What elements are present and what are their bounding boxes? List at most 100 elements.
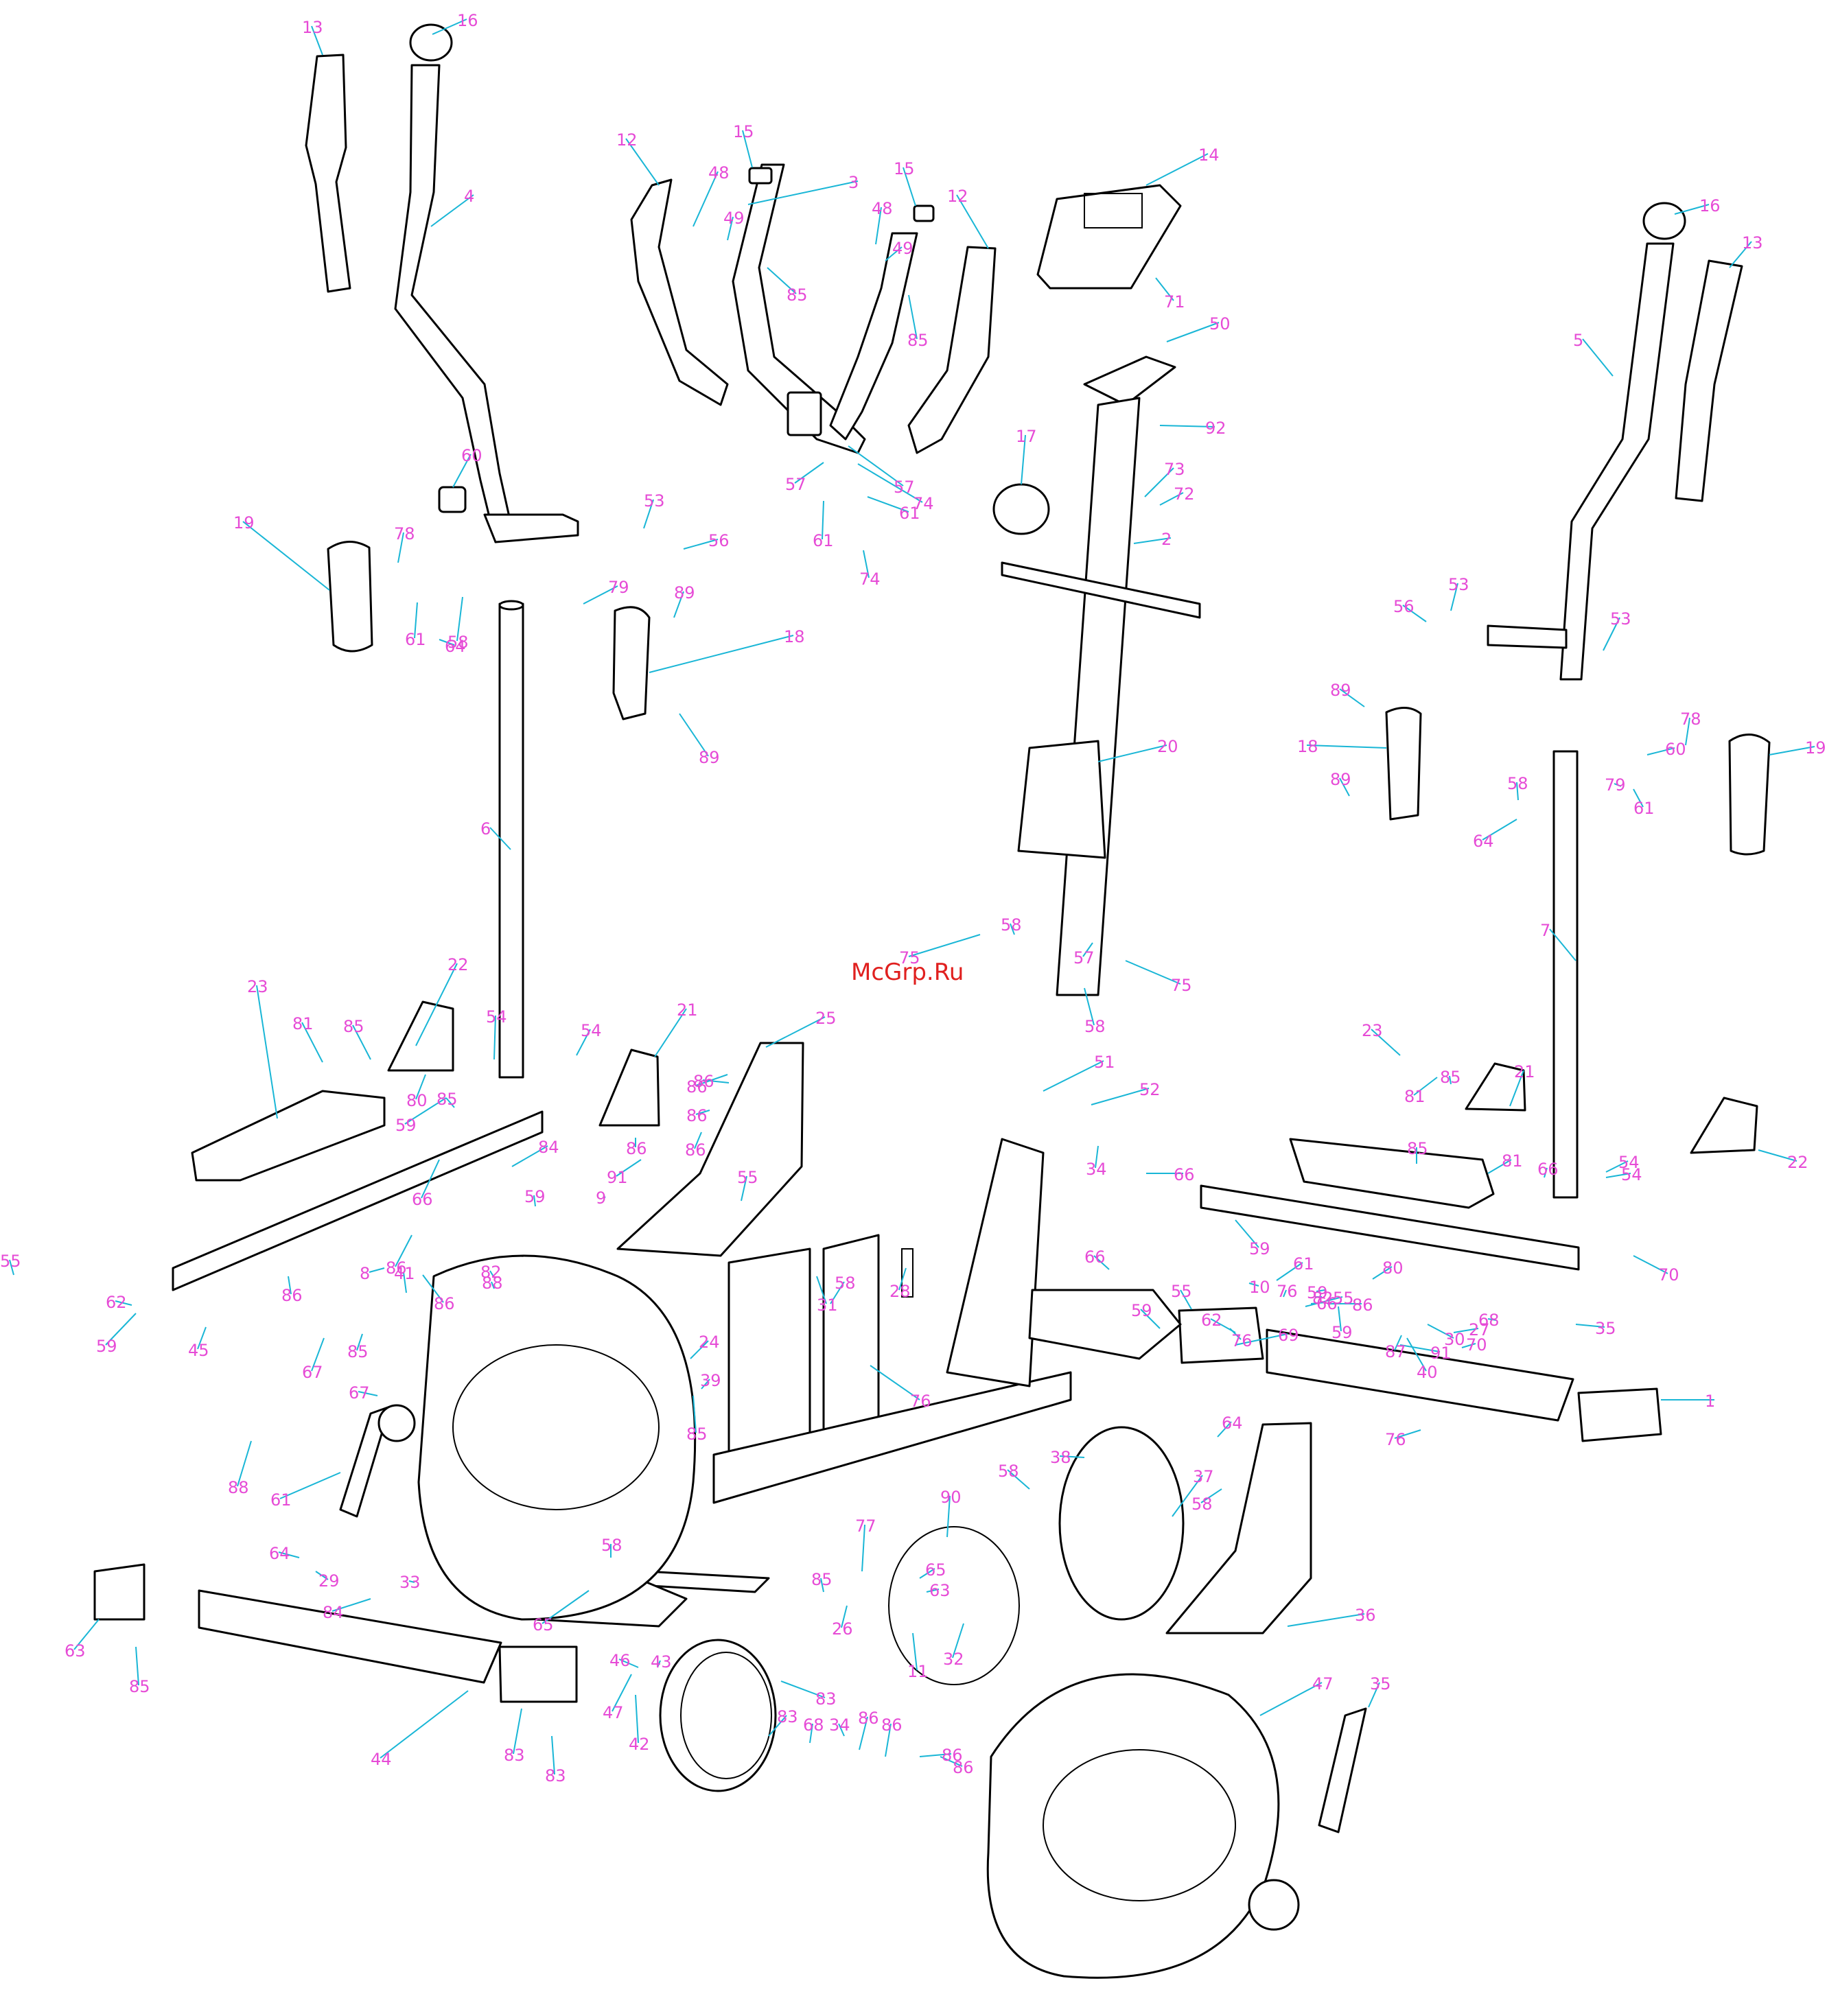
leader-line xyxy=(885,246,903,261)
part-number-label: 2 xyxy=(1161,530,1172,549)
leader-line xyxy=(1487,1318,1497,1321)
part-number-label: 86 xyxy=(953,1758,974,1777)
leader-line xyxy=(742,130,753,168)
leader-line xyxy=(635,1694,639,1744)
part-number-label: 91 xyxy=(1430,1344,1452,1363)
leader-line xyxy=(403,1271,407,1293)
leader-line xyxy=(415,963,458,1046)
part-number-label: 81 xyxy=(1502,1151,1523,1171)
leader-line xyxy=(1059,1455,1085,1458)
leader-line xyxy=(1371,1029,1401,1056)
part-number-label: 88 xyxy=(228,1478,249,1497)
part-number-label: 70 xyxy=(1466,1335,1487,1355)
part-number-label: 85 xyxy=(1407,1139,1428,1158)
leader-line xyxy=(727,216,734,241)
part-number-label: 58 xyxy=(1001,915,1022,935)
leader-line xyxy=(414,602,418,639)
leader-line xyxy=(1305,1296,1343,1307)
leader-line xyxy=(311,1337,325,1372)
part-number-label: 66 xyxy=(412,1190,433,1209)
leader-line xyxy=(1685,717,1690,746)
part-number-label: 86 xyxy=(626,1139,647,1158)
leader-line xyxy=(491,1281,495,1289)
part-number-label: 52 xyxy=(1139,1080,1161,1099)
leader-line xyxy=(1487,1159,1512,1174)
leader-line xyxy=(1575,1324,1605,1328)
leader-line xyxy=(331,1598,371,1612)
leader-line xyxy=(421,1159,440,1199)
part-number-label: 30 xyxy=(1444,1330,1465,1349)
part-number-label: 62 xyxy=(106,1293,127,1312)
part-number-label: 47 xyxy=(603,1703,624,1722)
leader-line xyxy=(822,500,824,540)
leader-line xyxy=(1200,1488,1222,1503)
leader-line xyxy=(576,1029,591,1056)
leader-line xyxy=(956,194,989,249)
leader-line xyxy=(1549,928,1576,961)
part-number-label: 78 xyxy=(1680,710,1701,729)
part-number-label: 38 xyxy=(1050,1448,1071,1467)
leader-line xyxy=(583,585,618,605)
part-number-label: 34 xyxy=(1086,1160,1107,1179)
leader-line xyxy=(767,267,797,294)
leader-lines xyxy=(9,19,1815,1775)
leader-line xyxy=(1461,1343,1476,1348)
leader-line xyxy=(908,934,981,957)
leader-line xyxy=(1729,241,1752,268)
leader-line xyxy=(1093,1255,1110,1270)
leader-line xyxy=(875,207,882,245)
leader-line xyxy=(820,1578,824,1593)
leader-line xyxy=(695,1074,728,1086)
part-number-label: 46 xyxy=(609,1651,631,1670)
part-number-label: 17 xyxy=(1016,427,1037,446)
leader-line xyxy=(1133,537,1172,544)
leader-line xyxy=(1614,783,1622,787)
part-number-label: 55 xyxy=(1171,1282,1192,1301)
leader-line xyxy=(358,1391,378,1396)
part-number-label: 86 xyxy=(386,1258,407,1278)
part-number-label: 3 xyxy=(848,173,859,192)
part-number-label: 89 xyxy=(674,583,695,602)
leader-line xyxy=(1125,960,1181,985)
part-number-label: 65 xyxy=(533,1615,554,1634)
leader-line xyxy=(679,713,709,757)
part-number-label: 73 xyxy=(1164,460,1185,479)
leader-line xyxy=(422,1274,444,1303)
part-number-label: 60 xyxy=(461,446,482,465)
leader-line xyxy=(816,1276,827,1304)
part-number-label: 86 xyxy=(685,1140,706,1160)
leader-line xyxy=(1674,204,1710,215)
leader-line xyxy=(946,1495,951,1538)
part-number-label: 90 xyxy=(940,1488,962,1507)
leader-line xyxy=(1316,1289,1325,1292)
leader-line xyxy=(1144,467,1174,497)
leader-line xyxy=(693,1395,697,1433)
part-number-label: 12 xyxy=(947,187,968,206)
leader-line xyxy=(1043,1060,1104,1092)
part-number-label: 85 xyxy=(811,1570,833,1589)
part-number-label: 79 xyxy=(1605,775,1626,795)
part-number-label: 58 xyxy=(998,1462,1019,1481)
leader-line xyxy=(1413,1077,1438,1096)
part-number-label: 15 xyxy=(894,159,915,178)
leader-line xyxy=(1021,434,1026,485)
part-number-label: 14 xyxy=(1198,145,1220,165)
leader-line xyxy=(1338,1306,1342,1332)
watermark-text: McGrp.Ru xyxy=(851,959,964,986)
part-number-label: 43 xyxy=(651,1652,672,1672)
leader-line xyxy=(395,1234,412,1267)
leader-line xyxy=(903,167,916,207)
part-number-label: 70 xyxy=(1658,1265,1679,1285)
part-number-label: 86 xyxy=(693,1072,714,1091)
leader-line xyxy=(439,639,455,646)
leader-line xyxy=(1217,1421,1232,1438)
leader-line xyxy=(643,499,654,529)
part-number-label: 61 xyxy=(813,531,834,550)
leader-line xyxy=(311,25,323,56)
part-number-label: 21 xyxy=(1514,1062,1535,1081)
leader-line xyxy=(452,454,472,488)
leader-line xyxy=(1276,1262,1303,1281)
leader-line xyxy=(673,591,684,618)
